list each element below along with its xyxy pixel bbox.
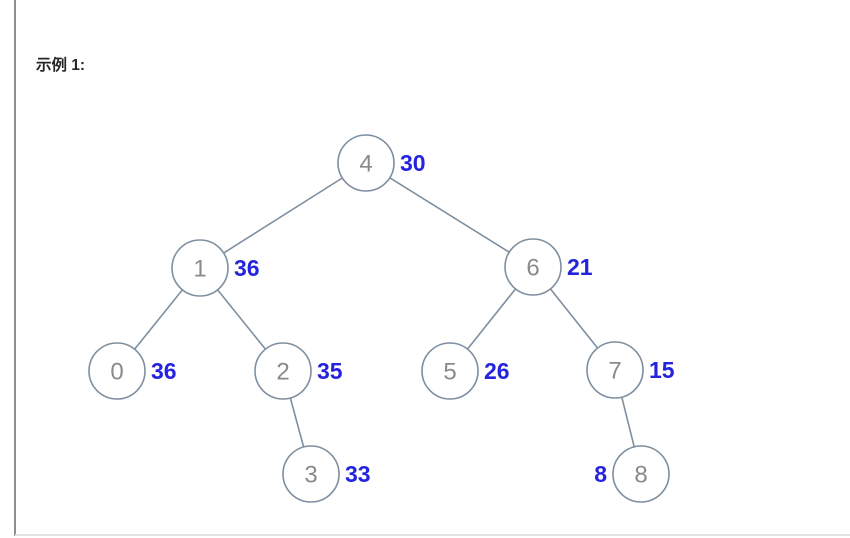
tree-edge bbox=[365, 162, 534, 268]
node-circle bbox=[421, 342, 479, 400]
node-circle bbox=[586, 341, 644, 399]
node-value-label: 7 bbox=[608, 357, 621, 384]
tree-node-5: 5 26 bbox=[421, 342, 510, 400]
node-sum-annotation: 36 bbox=[151, 358, 177, 384]
tree-node-1: 1 36 bbox=[171, 239, 260, 297]
tree-node-6: 6 21 bbox=[504, 238, 593, 296]
quote-left-border bbox=[14, 0, 16, 536]
node-circle bbox=[282, 445, 340, 503]
node-value-label: 8 bbox=[634, 461, 647, 488]
node-circle bbox=[254, 342, 312, 400]
node-value-label: 0 bbox=[110, 358, 123, 385]
node-value-label: 3 bbox=[304, 461, 317, 488]
node-value-label: 1 bbox=[193, 255, 206, 282]
tree-node-0: 0 36 bbox=[88, 342, 177, 400]
node-circle bbox=[88, 342, 146, 400]
node-circle bbox=[171, 239, 229, 297]
node-circle bbox=[337, 134, 395, 192]
node-value-label: 2 bbox=[276, 358, 289, 385]
node-sum-annotation: 8 bbox=[594, 461, 607, 487]
node-sum-annotation: 30 bbox=[400, 150, 426, 176]
node-value-label: 6 bbox=[526, 254, 539, 281]
node-sum-annotation: 15 bbox=[649, 357, 675, 383]
section-divider bbox=[15, 534, 850, 536]
node-circle bbox=[612, 445, 670, 503]
node-circle bbox=[504, 238, 562, 296]
node-value-label: 4 bbox=[359, 150, 372, 177]
tree-node-2: 2 35 bbox=[254, 342, 343, 400]
tree-edge bbox=[199, 162, 367, 269]
tree-node-4: 4 30 bbox=[337, 134, 426, 192]
example-heading: 示例 1: bbox=[36, 57, 86, 74]
node-sum-annotation: 26 bbox=[484, 358, 510, 384]
node-sum-annotation: 36 bbox=[234, 255, 260, 281]
tree-node-7: 7 15 bbox=[586, 341, 675, 399]
node-sum-annotation: 33 bbox=[345, 461, 371, 487]
node-value-label: 5 bbox=[443, 358, 456, 385]
tree-node-8: 88 bbox=[594, 445, 670, 503]
node-sum-annotation: 35 bbox=[317, 358, 343, 384]
node-sum-annotation: 21 bbox=[567, 254, 593, 280]
